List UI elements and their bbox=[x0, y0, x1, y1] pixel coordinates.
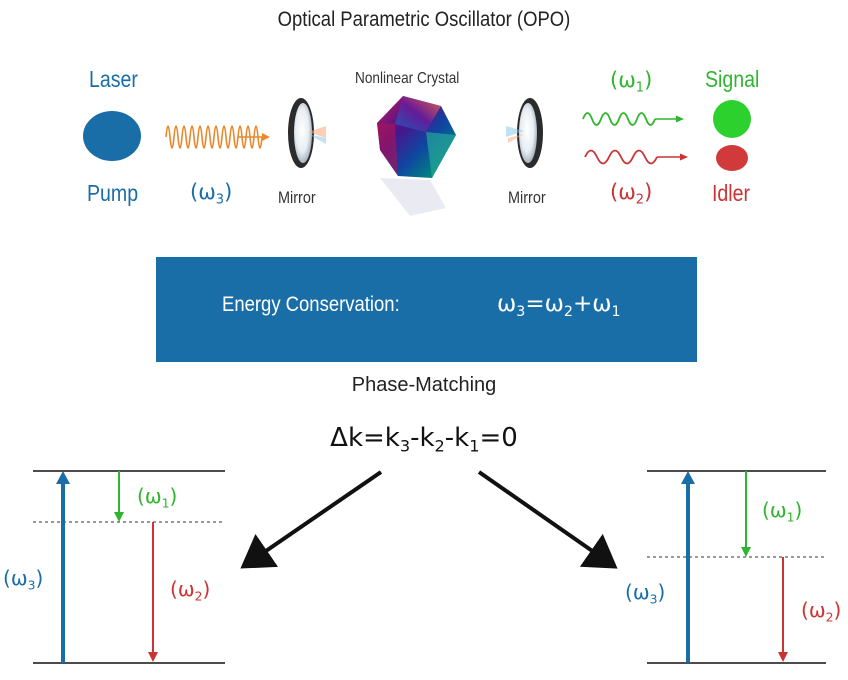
right-branch-arrow bbox=[477, 470, 618, 569]
right-mirror bbox=[506, 98, 543, 168]
idler-label: Idler bbox=[712, 180, 751, 206]
left-idler-frequency-label: (ω2) bbox=[170, 577, 211, 604]
signal-wave-arrowhead bbox=[676, 115, 684, 123]
signal-label: Signal bbox=[705, 66, 760, 92]
signal-wave bbox=[582, 112, 656, 126]
left-energy-diagram bbox=[33, 470, 225, 664]
laser-label: Laser bbox=[89, 66, 138, 92]
energy-conservation-equation: ω3=ω2+ω1 bbox=[497, 291, 621, 320]
phase-matching-title: Phase-Matching bbox=[351, 374, 497, 396]
idler-wave bbox=[584, 149, 658, 165]
laser-pump-circle bbox=[83, 111, 141, 161]
left-branch-arrow bbox=[240, 470, 383, 569]
left-mirror bbox=[288, 98, 326, 168]
idler-frequency-label: (ω2) bbox=[610, 180, 653, 208]
diagram-title: Optical Parametric Oscillator (OPO) bbox=[277, 8, 571, 31]
signal-frequency-label: (ω1) bbox=[610, 68, 653, 96]
energy-conservation-label: Energy Conservation: bbox=[222, 293, 400, 316]
left-pump-frequency-label: (ω3) bbox=[3, 566, 44, 593]
right-pump-frequency-label: (ω3) bbox=[625, 580, 666, 607]
idler-dot bbox=[716, 145, 748, 171]
phase-matching-equation: Δk=k3-k2-k1=0 bbox=[330, 423, 518, 456]
idler-wave-arrowhead bbox=[680, 153, 688, 161]
energy-conservation-box bbox=[156, 257, 697, 362]
left-signal-frequency-label: (ω1) bbox=[137, 484, 178, 511]
signal-dot bbox=[713, 100, 751, 138]
right-idler-frequency-label: (ω2) bbox=[801, 598, 842, 625]
right-energy-diagram bbox=[647, 470, 826, 664]
right-signal-frequency-label: (ω1) bbox=[762, 498, 803, 525]
nonlinear-crystal bbox=[377, 96, 456, 216]
pump-frequency-label: (ω3) bbox=[190, 180, 233, 208]
left-mirror-label: Mirror bbox=[278, 188, 316, 207]
crystal-label: Nonlinear Crystal bbox=[355, 70, 460, 87]
pump-wave-arrowhead bbox=[262, 133, 270, 141]
pump-label: Pump bbox=[87, 180, 139, 206]
right-mirror-label: Mirror bbox=[508, 188, 546, 207]
